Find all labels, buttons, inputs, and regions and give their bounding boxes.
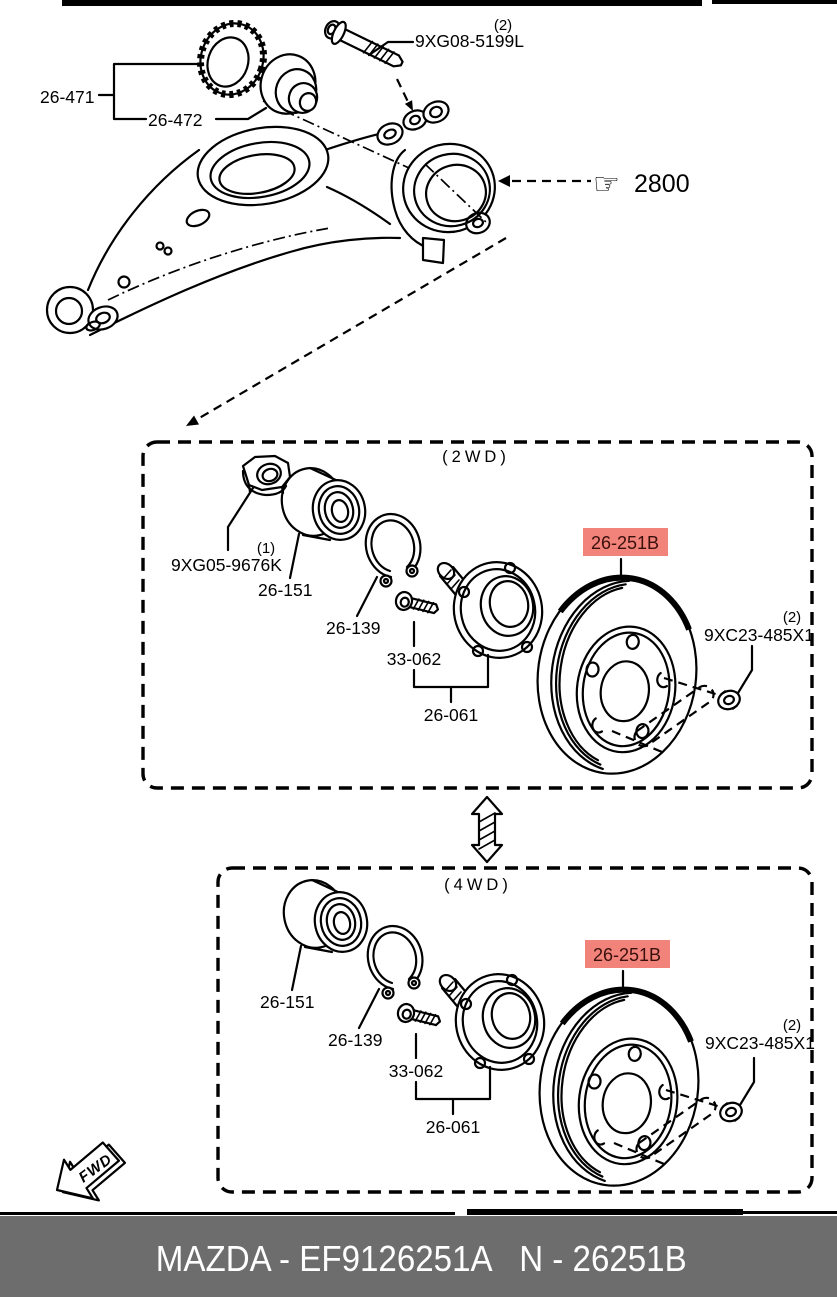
banner-text-left: MAZDA - EF9126251A (156, 1240, 493, 1280)
part-label-26-151-2wd: 26-151 (258, 580, 313, 600)
lock-nut-drawing (226, 454, 292, 552)
scan-artifact-bar-bottom (0, 1209, 837, 1215)
part-label-9xg08-5199l: 9XG08-5199L (415, 31, 524, 51)
part-label-9xc23-485x1-2wd: 9XC23-485X1 (704, 625, 814, 645)
swap-arrow-icon (470, 795, 504, 864)
knuckle-drawing (376, 100, 496, 265)
part-label-33-062-2wd: 33-062 (387, 649, 442, 669)
box-2wd: (2WD) 26-251B (1) 9XG05-9676K 26-151 26-… (141, 440, 814, 790)
detail-leader-line (195, 237, 507, 421)
part-label-26-471: 26-471 (40, 87, 95, 107)
scan-artifact-bar-top (62, 0, 837, 6)
qty-label-lug-nut-2wd: (2) (783, 609, 801, 626)
bolt-install-line (396, 78, 410, 105)
banner-text-right: N - 26251B (519, 1240, 686, 1280)
fwd-arrow-icon: FWD (55, 1141, 127, 1202)
highlighted-part-badge[interactable] (585, 940, 670, 968)
bracket-lines (97, 40, 415, 121)
part-label-26-251b-4wd[interactable]: 26-251B (593, 945, 661, 965)
part-label-26-139-4wd: 26-139 (328, 1030, 383, 1050)
part-label-33-062-4wd: 33-062 (389, 1061, 444, 1081)
box-2wd-title: (2WD) (442, 448, 510, 466)
qty-label-lug-nut-4wd: (2) (783, 1017, 801, 1034)
ref-label-2800: 2800 (634, 170, 690, 198)
highlighted-part-badge[interactable] (583, 528, 668, 556)
qty-label-bolt: (2) (494, 17, 512, 34)
part-label-9xc23-485x1-4wd: 9XC23-485X1 (705, 1033, 815, 1053)
banner-background (0, 1216, 837, 1297)
box-2wd-outline (141, 440, 814, 790)
qty-label-nut: (1) (257, 540, 275, 557)
arrowhead (186, 415, 199, 426)
dust-cap-drawing (259, 53, 319, 115)
box-4wd-title: (4WD) (444, 876, 512, 894)
part-label-26-061-2wd: 26-061 (424, 705, 479, 725)
box-4wd: (4WD) 26-251B 26-151 26-139 33-062 26-06… (216, 866, 815, 1196)
pointing-hand-icon: ☞ (593, 167, 620, 202)
arrowhead (404, 100, 413, 111)
ref-2800-arrow (498, 175, 591, 187)
trailing-arm-drawing (45, 125, 402, 337)
overview-drawing: 26-471 26-472 (2) 9XG08-5199L ☞ 2800 (40, 17, 690, 426)
part-label-9xg05-9676k: 9XG05-9676K (171, 555, 282, 575)
part-label-26-151-4wd: 26-151 (260, 992, 315, 1012)
part-label-26-251b-2wd[interactable]: 26-251B (591, 533, 659, 553)
abs-tone-ring-drawing (196, 19, 268, 99)
footer-banner: MAZDA - EF9126251A N - 26251B (0, 1216, 837, 1297)
box-4wd-outline (216, 866, 814, 1194)
part-label-26-472: 26-472 (148, 110, 203, 130)
bolt-drawing (323, 20, 404, 68)
arrowhead (498, 175, 510, 187)
part-label-26-061-4wd: 26-061 (426, 1117, 481, 1137)
part-label-26-139-2wd: 26-139 (326, 618, 381, 638)
